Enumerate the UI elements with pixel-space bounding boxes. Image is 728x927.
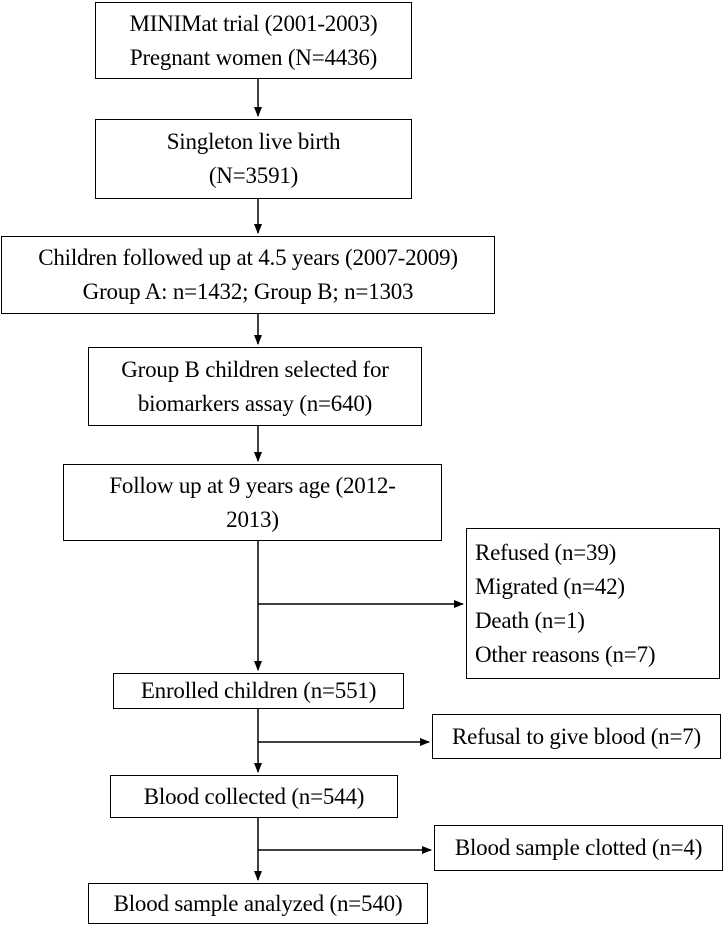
box-minimat-trial: MINIMat trial (2001-2003) Pregnant women… xyxy=(95,2,412,79)
box-text-line: Death (n=1) xyxy=(475,607,585,633)
box-blood-clotted: Blood sample clotted (n=4) xyxy=(434,825,723,871)
box-text-line: Blood sample analyzed (n=540) xyxy=(113,890,403,916)
box-text-line: Group B children selected for xyxy=(121,356,389,382)
box-group-b-selected: Group B children selected for biomarkers… xyxy=(88,347,422,426)
box-text-line: 2013) xyxy=(226,506,279,532)
box-text-line: Follow up at 9 years age (2012- xyxy=(109,472,396,498)
box-text-line: (N=3591) xyxy=(208,163,299,188)
box-text-line: biomarkers assay (n=640) xyxy=(137,390,373,416)
box-text-line: Migrated (n=42) xyxy=(475,573,625,599)
box-singleton-live-birth: Singleton live birth (N=3591) xyxy=(95,119,412,199)
box-text-line: Blood sample clotted (n=4) xyxy=(454,835,703,860)
box-text-line: MINIMat trial (2001-2003) xyxy=(129,10,378,36)
box-text-line: Other reasons (n=7) xyxy=(475,641,656,667)
box-enrolled-children: Enrolled children (n=551) xyxy=(113,673,404,709)
box-text-line: Group A: n=1432; Group B; n=1303 xyxy=(82,279,414,304)
box-text-line: Enrolled children (n=551) xyxy=(140,678,377,703)
box-text-line: Refusal to give blood (n=7) xyxy=(451,723,702,749)
box-followup-4-5-years: Children followed up at 4.5 years (2007-… xyxy=(1,236,495,314)
box-blood-collected: Blood collected (n=544) xyxy=(110,775,398,818)
box-text-line: Refused (n=39) xyxy=(475,539,617,565)
box-excluded-reasons: Refused (n=39) Migrated (n=42) Death (n=… xyxy=(466,528,720,679)
box-text-line: Children followed up at 4.5 years (2007-… xyxy=(38,245,458,270)
box-refusal-blood: Refusal to give blood (n=7) xyxy=(432,714,721,759)
box-followup-9-years: Follow up at 9 years age (2012- 2013) xyxy=(63,464,442,541)
box-text-line: Pregnant women (N=4436) xyxy=(129,44,378,70)
box-blood-analyzed: Blood sample analyzed (n=540) xyxy=(88,883,428,924)
box-text-line: Singleton live birth xyxy=(166,129,341,154)
box-text-line: Blood collected (n=544) xyxy=(143,783,365,809)
